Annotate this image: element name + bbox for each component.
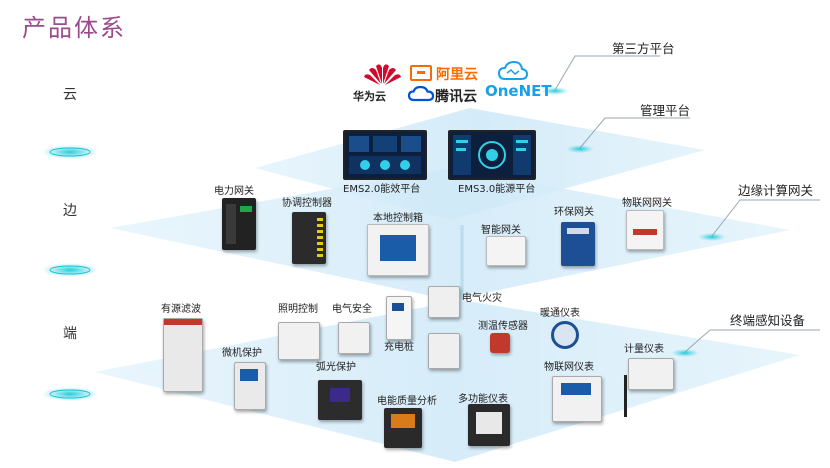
env-gateway-device [561, 222, 595, 266]
end-layer-marker [42, 355, 98, 401]
edge-plane [110, 168, 790, 300]
electrical-safety-device [338, 322, 370, 354]
electrical-fire-label: 电气火灾 [462, 293, 502, 304]
ems2-platform-label: EMS2.0能效平台 [343, 184, 421, 195]
huawei-logo-icon [360, 60, 405, 88]
callout-edge-gateway: 边缘计算网关 [738, 183, 814, 198]
electrical-fire-device-2 [428, 333, 460, 369]
iot-gateway-label: 物联网网关 [622, 198, 672, 209]
edge-gateway-callout-line [711, 199, 820, 237]
local-control-box-label: 本地控制箱 [373, 213, 423, 224]
hvac-meter-device [551, 321, 579, 349]
local-control-box-device [367, 224, 429, 276]
end-plane [95, 300, 800, 462]
multifunction-meter-label: 多功能仪表 [458, 394, 508, 405]
hvac-meter-label: 暖通仪表 [540, 308, 580, 319]
ems3-platform-screen [448, 130, 536, 180]
management-callout-line [579, 117, 690, 149]
iot-meter-label: 物联网仪表 [544, 362, 594, 373]
electrical-safety-label: 电气安全 [332, 304, 372, 315]
layer-label-end: 端 [63, 326, 77, 342]
page-title: 产品体系 [22, 14, 126, 42]
power-quality-label: 电能质量分析 [377, 396, 437, 407]
aliyun-label: 阿里云 [436, 67, 478, 83]
arc-protection-device [318, 380, 362, 420]
env-gateway-label: 环保网关 [554, 207, 594, 218]
active-filter-label: 有源滤波 [161, 304, 201, 315]
antenna-icon [624, 375, 627, 417]
callout-terminal: 终端感知设备 [730, 313, 806, 328]
ems2-platform-screen [343, 130, 427, 180]
onenet-cloud-icon [497, 60, 529, 86]
management-glow [566, 145, 594, 153]
temp-sensor-label: 测温传感器 [478, 321, 528, 332]
huawei-cloud-label: 华为云 [353, 90, 386, 103]
ems3-platform-label: EMS3.0能源平台 [458, 184, 536, 195]
charging-pile-label: 充电桩 [384, 342, 414, 353]
third-party-glow [541, 87, 569, 95]
layer-label-edge: 边 [63, 203, 77, 219]
electrical-fire-device [428, 286, 460, 318]
iot-gateway-device [626, 210, 664, 250]
third-party-callout-line [554, 55, 660, 91]
smart-gateway-device [486, 236, 526, 266]
metering-meter-device [628, 358, 674, 390]
terminal-callout-line [684, 329, 820, 353]
callout-management: 管理平台 [640, 103, 691, 118]
layer-label-cloud: 云 [63, 87, 77, 103]
active-filter-device [163, 318, 203, 392]
callout-third-party: 第三方平台 [612, 41, 675, 56]
arc-protection-label: 弧光保护 [316, 362, 356, 373]
coord-controller-label: 协调控制器 [282, 198, 332, 209]
temp-sensor-device [490, 333, 510, 353]
power-gateway-label: 电力网关 [214, 186, 254, 197]
terminal-glow [671, 349, 699, 357]
power-gateway-device [222, 198, 256, 250]
power-quality-device [384, 408, 422, 448]
smart-gateway-label: 智能网关 [481, 225, 521, 236]
micro-protection-device [234, 362, 266, 410]
coord-controller-device [292, 212, 326, 264]
multifunction-meter-device [468, 404, 510, 446]
tencent-cloud-icon [407, 85, 435, 106]
aliyun-logo-icon [410, 65, 432, 81]
micro-protection-label: 微机保护 [222, 348, 262, 359]
tencent-cloud-label: 腾讯云 [435, 89, 477, 105]
cloud-layer-marker [42, 108, 98, 159]
onenet-label: OneNET [485, 82, 552, 100]
lighting-control-label: 照明控制 [278, 304, 318, 315]
edge-layer-marker [42, 230, 98, 277]
iot-meter-device [552, 376, 602, 422]
edge-gateway-glow [698, 233, 726, 241]
lighting-control-device [278, 322, 320, 360]
charging-pile-device [386, 296, 412, 340]
metering-meter-label: 计量仪表 [624, 344, 664, 355]
